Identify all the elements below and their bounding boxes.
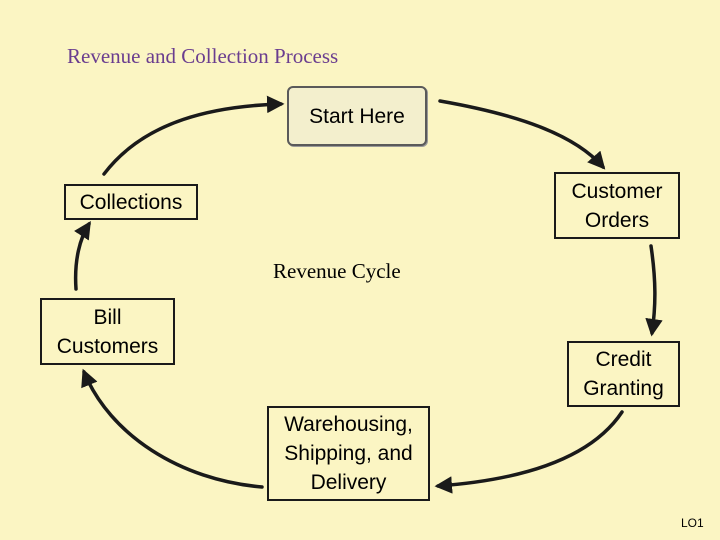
arrow-collections-to-start <box>102 95 285 176</box>
arrow-orders-to-credit <box>645 244 663 337</box>
arrow-credit-to-warehousing <box>434 410 624 494</box>
arrow-start-to-orders <box>438 99 606 170</box>
node-bill-customers: Bill Customers <box>40 298 175 365</box>
learning-objective-label: LO1 <box>681 516 704 530</box>
arrow-warehousing-to-bill <box>81 368 264 489</box>
arrow-bill-to-collections <box>73 221 91 291</box>
node-credit-granting: Credit Granting <box>567 341 680 407</box>
page-title: Revenue and Collection Process <box>67 44 339 68</box>
node-customer-orders: Customer Orders <box>554 172 680 239</box>
node-collections: Collections <box>64 184 198 220</box>
node-start-here: Start Here <box>287 86 427 146</box>
node-warehousing-shipping-delivery: Warehousing, Shipping, and Delivery <box>267 406 430 501</box>
center-label: Revenue Cycle <box>273 259 401 283</box>
